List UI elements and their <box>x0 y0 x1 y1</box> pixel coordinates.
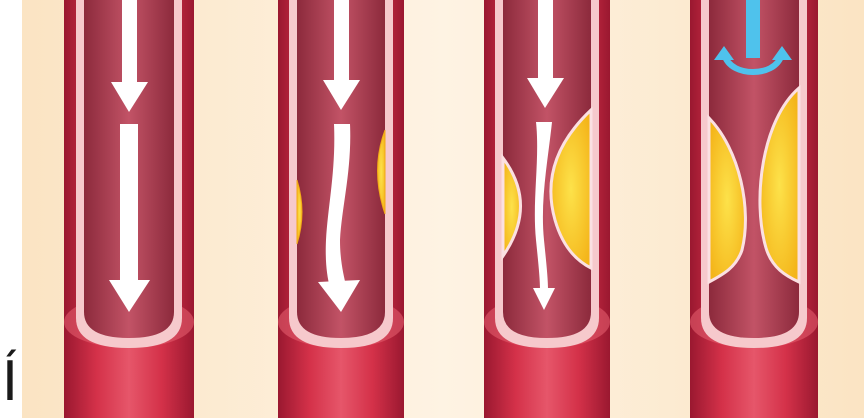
vessel-blocked <box>690 0 818 418</box>
vessel-early-plaque <box>278 0 404 418</box>
vessel-advanced-plaque <box>484 0 610 418</box>
vessel-healthy <box>64 0 194 418</box>
corner-glyph: Í <box>2 352 18 412</box>
